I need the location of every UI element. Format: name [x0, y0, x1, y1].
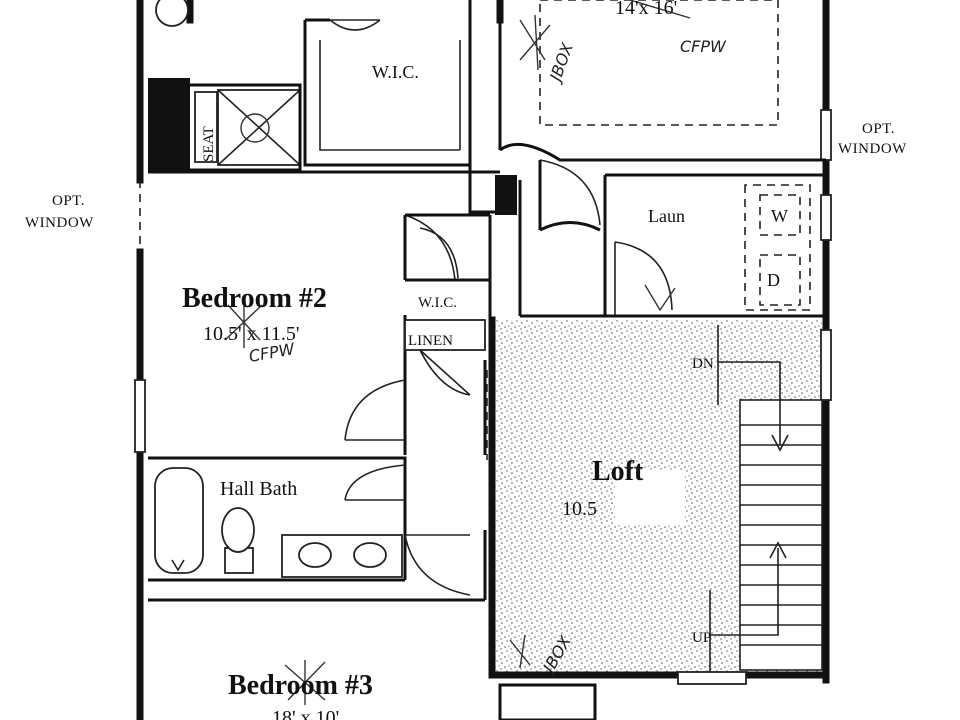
label-opt-window-left-2: WINDOW	[25, 215, 94, 231]
bedroom2-door	[404, 214, 456, 281]
bottom-window	[677, 671, 747, 685]
wic-mid-walls	[405, 213, 492, 320]
label-hall-bath: Hall Bath	[220, 478, 297, 500]
label-loft: Loft	[592, 456, 644, 487]
shower-column	[148, 78, 190, 170]
hall-bath-door	[344, 464, 406, 501]
linen-closet	[404, 319, 486, 351]
master-door-jamb	[495, 175, 517, 215]
laundry-door-2	[614, 241, 673, 316]
right-window-upper	[820, 109, 832, 161]
label-opt-window-left-1: OPT.	[52, 193, 85, 209]
loft-blank-patch	[615, 470, 685, 525]
label-wic-mid: W.I.C.	[418, 295, 457, 311]
label-opt-window-right-2: WINDOW	[838, 141, 907, 157]
tray-ceiling	[539, 0, 779, 126]
stair-treads	[740, 424, 822, 646]
bath-wall-top	[148, 83, 302, 172]
label-bedroom2: Bedroom #2	[182, 283, 327, 314]
bottom-closet	[498, 683, 597, 720]
stair-rail-dn	[717, 325, 781, 445]
shower-fan	[240, 113, 270, 143]
stair-arrow-up	[769, 541, 787, 559]
label-wic-top: W.I.C.	[372, 62, 419, 82]
exterior-wall-top-segment	[186, 0, 504, 24]
shower-cross	[217, 89, 301, 166]
linen-door	[419, 349, 471, 396]
master-wic-inner	[319, 40, 461, 151]
dryer	[759, 254, 801, 306]
staircase	[739, 399, 823, 671]
top-dimension: 14'x 16'	[615, 0, 677, 19]
laundry-shelf	[744, 184, 811, 311]
label-dryer: D	[767, 270, 780, 290]
label-loft-dim: 10.5	[562, 498, 597, 520]
label-up: UP	[692, 630, 711, 646]
label-opt-window-right-1: OPT.	[862, 121, 895, 137]
bathtub	[154, 467, 204, 574]
label-linen: LINEN	[408, 333, 453, 349]
label-bedroom3-dim: 18' x 10'	[272, 707, 339, 720]
pencil-fan-bed2	[224, 298, 263, 348]
pencil-fan-bed3	[284, 660, 326, 705]
bedroom2-hall-door	[344, 379, 406, 441]
bath-hall-door	[404, 534, 471, 596]
label-bedroom3: Bedroom #3	[228, 670, 373, 701]
master-wic-door-swing	[329, 19, 381, 31]
label-washer: W	[771, 206, 788, 226]
bathtub-drain	[171, 559, 185, 572]
pencil-loft-marks	[509, 284, 676, 669]
stair-arrow-dn	[771, 434, 789, 452]
label-bedroom2-dim: 10.5' x 11.5'	[203, 323, 299, 345]
left-window-lower	[134, 379, 146, 453]
sink-right	[353, 542, 387, 568]
label-seat: SEAT	[201, 126, 217, 162]
hall-bath-walls	[148, 456, 407, 582]
master-sink	[155, 0, 189, 27]
right-window-lower	[820, 329, 832, 401]
right-window-mid	[820, 194, 832, 241]
laundry-walls	[538, 160, 826, 316]
label-dn: DN	[692, 356, 714, 372]
toilet-bowl	[221, 507, 255, 553]
sink-left	[298, 542, 332, 568]
wic-mid-door	[419, 227, 459, 279]
hand-cfpw-top: CFPW	[680, 37, 727, 56]
seat-bench	[194, 91, 218, 163]
washer	[759, 194, 801, 236]
label-laun: Laun	[648, 206, 685, 226]
laundry-door	[539, 159, 601, 226]
pencil-fan-top	[519, 0, 691, 71]
stair-rail-up	[709, 548, 779, 680]
master-bedroom-wall-bottom	[498, 0, 826, 162]
stair-room-wall	[518, 180, 825, 318]
master-wic-walls	[303, 0, 500, 214]
hand-jbox-top: JBOX	[545, 39, 578, 86]
